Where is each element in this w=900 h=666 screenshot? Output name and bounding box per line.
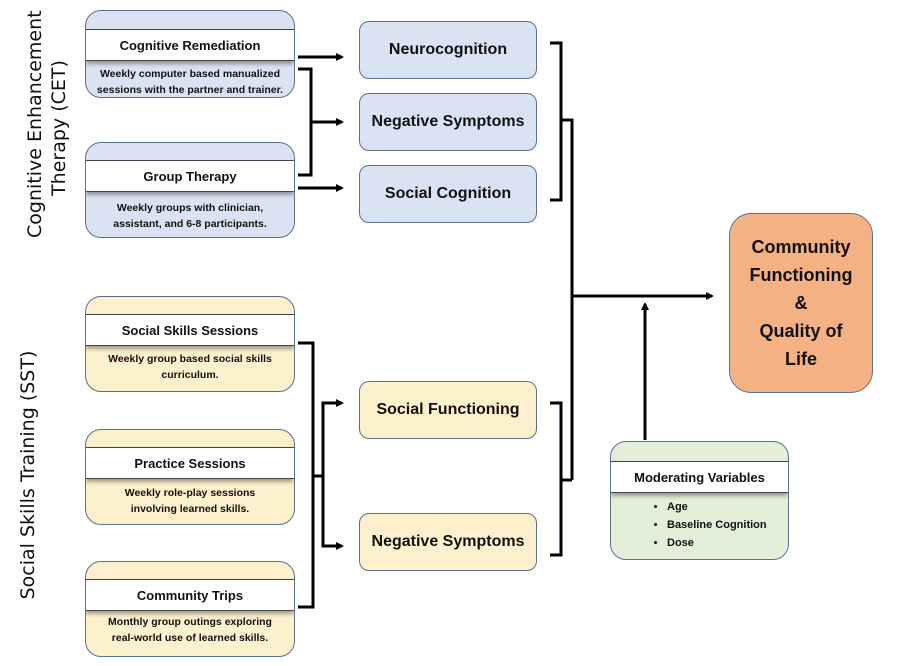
component-description: Weekly groups with clinician, assistant,… [90, 200, 290, 232]
moderating-variables-box: Moderating Variables Age Baseline Cognit… [610, 441, 789, 560]
moderator-item: Baseline Cognition [667, 516, 788, 534]
sst-component-community-trips: Community Trips Monthly group outings ex… [85, 561, 295, 657]
bracket-cet-components [298, 67, 313, 177]
moderator-item: Dose [667, 534, 788, 552]
component-description: Weekly group based social skills curricu… [90, 351, 290, 383]
bracket-sst-outcomes [550, 401, 563, 557]
sst-outcome-negative-symptoms: Negative Symptoms [359, 513, 537, 571]
final-outcome-line: Quality of [759, 321, 843, 341]
cet-outcome-social-cognition: Social Cognition [359, 165, 537, 223]
arrow-sst-to-negsym [321, 476, 344, 550]
description-line: Weekly role-play sessions [124, 487, 256, 499]
description-line: involving learned skills. [130, 503, 250, 515]
final-outcome-line: Life [784, 349, 817, 369]
component-description: Monthly group outings exploring real-wor… [90, 614, 290, 646]
description-line: sessions with the partner and trainer. [96, 84, 284, 96]
cet-component-cognitive-remediation: Cognitive Remediation Weekly computer ba… [85, 10, 295, 98]
final-outcome-line: & [794, 293, 808, 313]
component-title: Social Skills Sessions [86, 314, 294, 346]
component-description: Weekly role-play sessions involving lear… [90, 485, 290, 517]
component-title: Community Trips [86, 579, 294, 611]
cet-component-group-therapy: Group Therapy Weekly groups with clinici… [85, 142, 295, 238]
line-cet-outcomes-down [561, 118, 574, 480]
description-line: real-world use of learned skills. [111, 632, 269, 644]
component-title: Cognitive Remediation [86, 29, 294, 61]
moderators-list: Age Baseline Cognition Dose [611, 498, 788, 552]
sst-component-practice-sessions: Practice Sessions Weekly role-play sessi… [85, 429, 295, 525]
component-description: Weekly computer based manualized session… [90, 66, 290, 97]
moderators-title: Moderating Variables [611, 461, 788, 493]
final-outcome-line: Functioning [749, 265, 853, 285]
description-line: assistant, and 6-8 participants. [113, 218, 267, 230]
description-line: Weekly group based social skills [108, 353, 272, 365]
description-line: Weekly groups with clinician, [116, 202, 264, 214]
bracket-sst-components [298, 341, 315, 609]
description-line: Weekly computer based manualized [99, 68, 281, 80]
sst-outcome-social-functioning: Social Functioning [359, 381, 537, 439]
component-title: Practice Sessions [86, 447, 294, 479]
bracket-cet-outcomes [550, 41, 563, 202]
sst-component-social-skills-sessions: Social Skills Sessions Weekly group base… [85, 296, 295, 392]
cet-outcome-neurocognition: Neurocognition [359, 21, 537, 79]
final-outcome-community-functioning: Community Functioning & Quality of Life [729, 213, 873, 393]
description-line: curriculum. [161, 369, 219, 381]
description-line: Monthly group outings exploring [108, 616, 272, 628]
component-title: Group Therapy [86, 160, 294, 192]
moderator-item: Age [667, 498, 788, 516]
arrow-sst-to-socfunc [321, 399, 344, 476]
cet-outcome-negative-symptoms: Negative Symptoms [359, 93, 537, 151]
final-outcome-line: Community [751, 237, 851, 257]
